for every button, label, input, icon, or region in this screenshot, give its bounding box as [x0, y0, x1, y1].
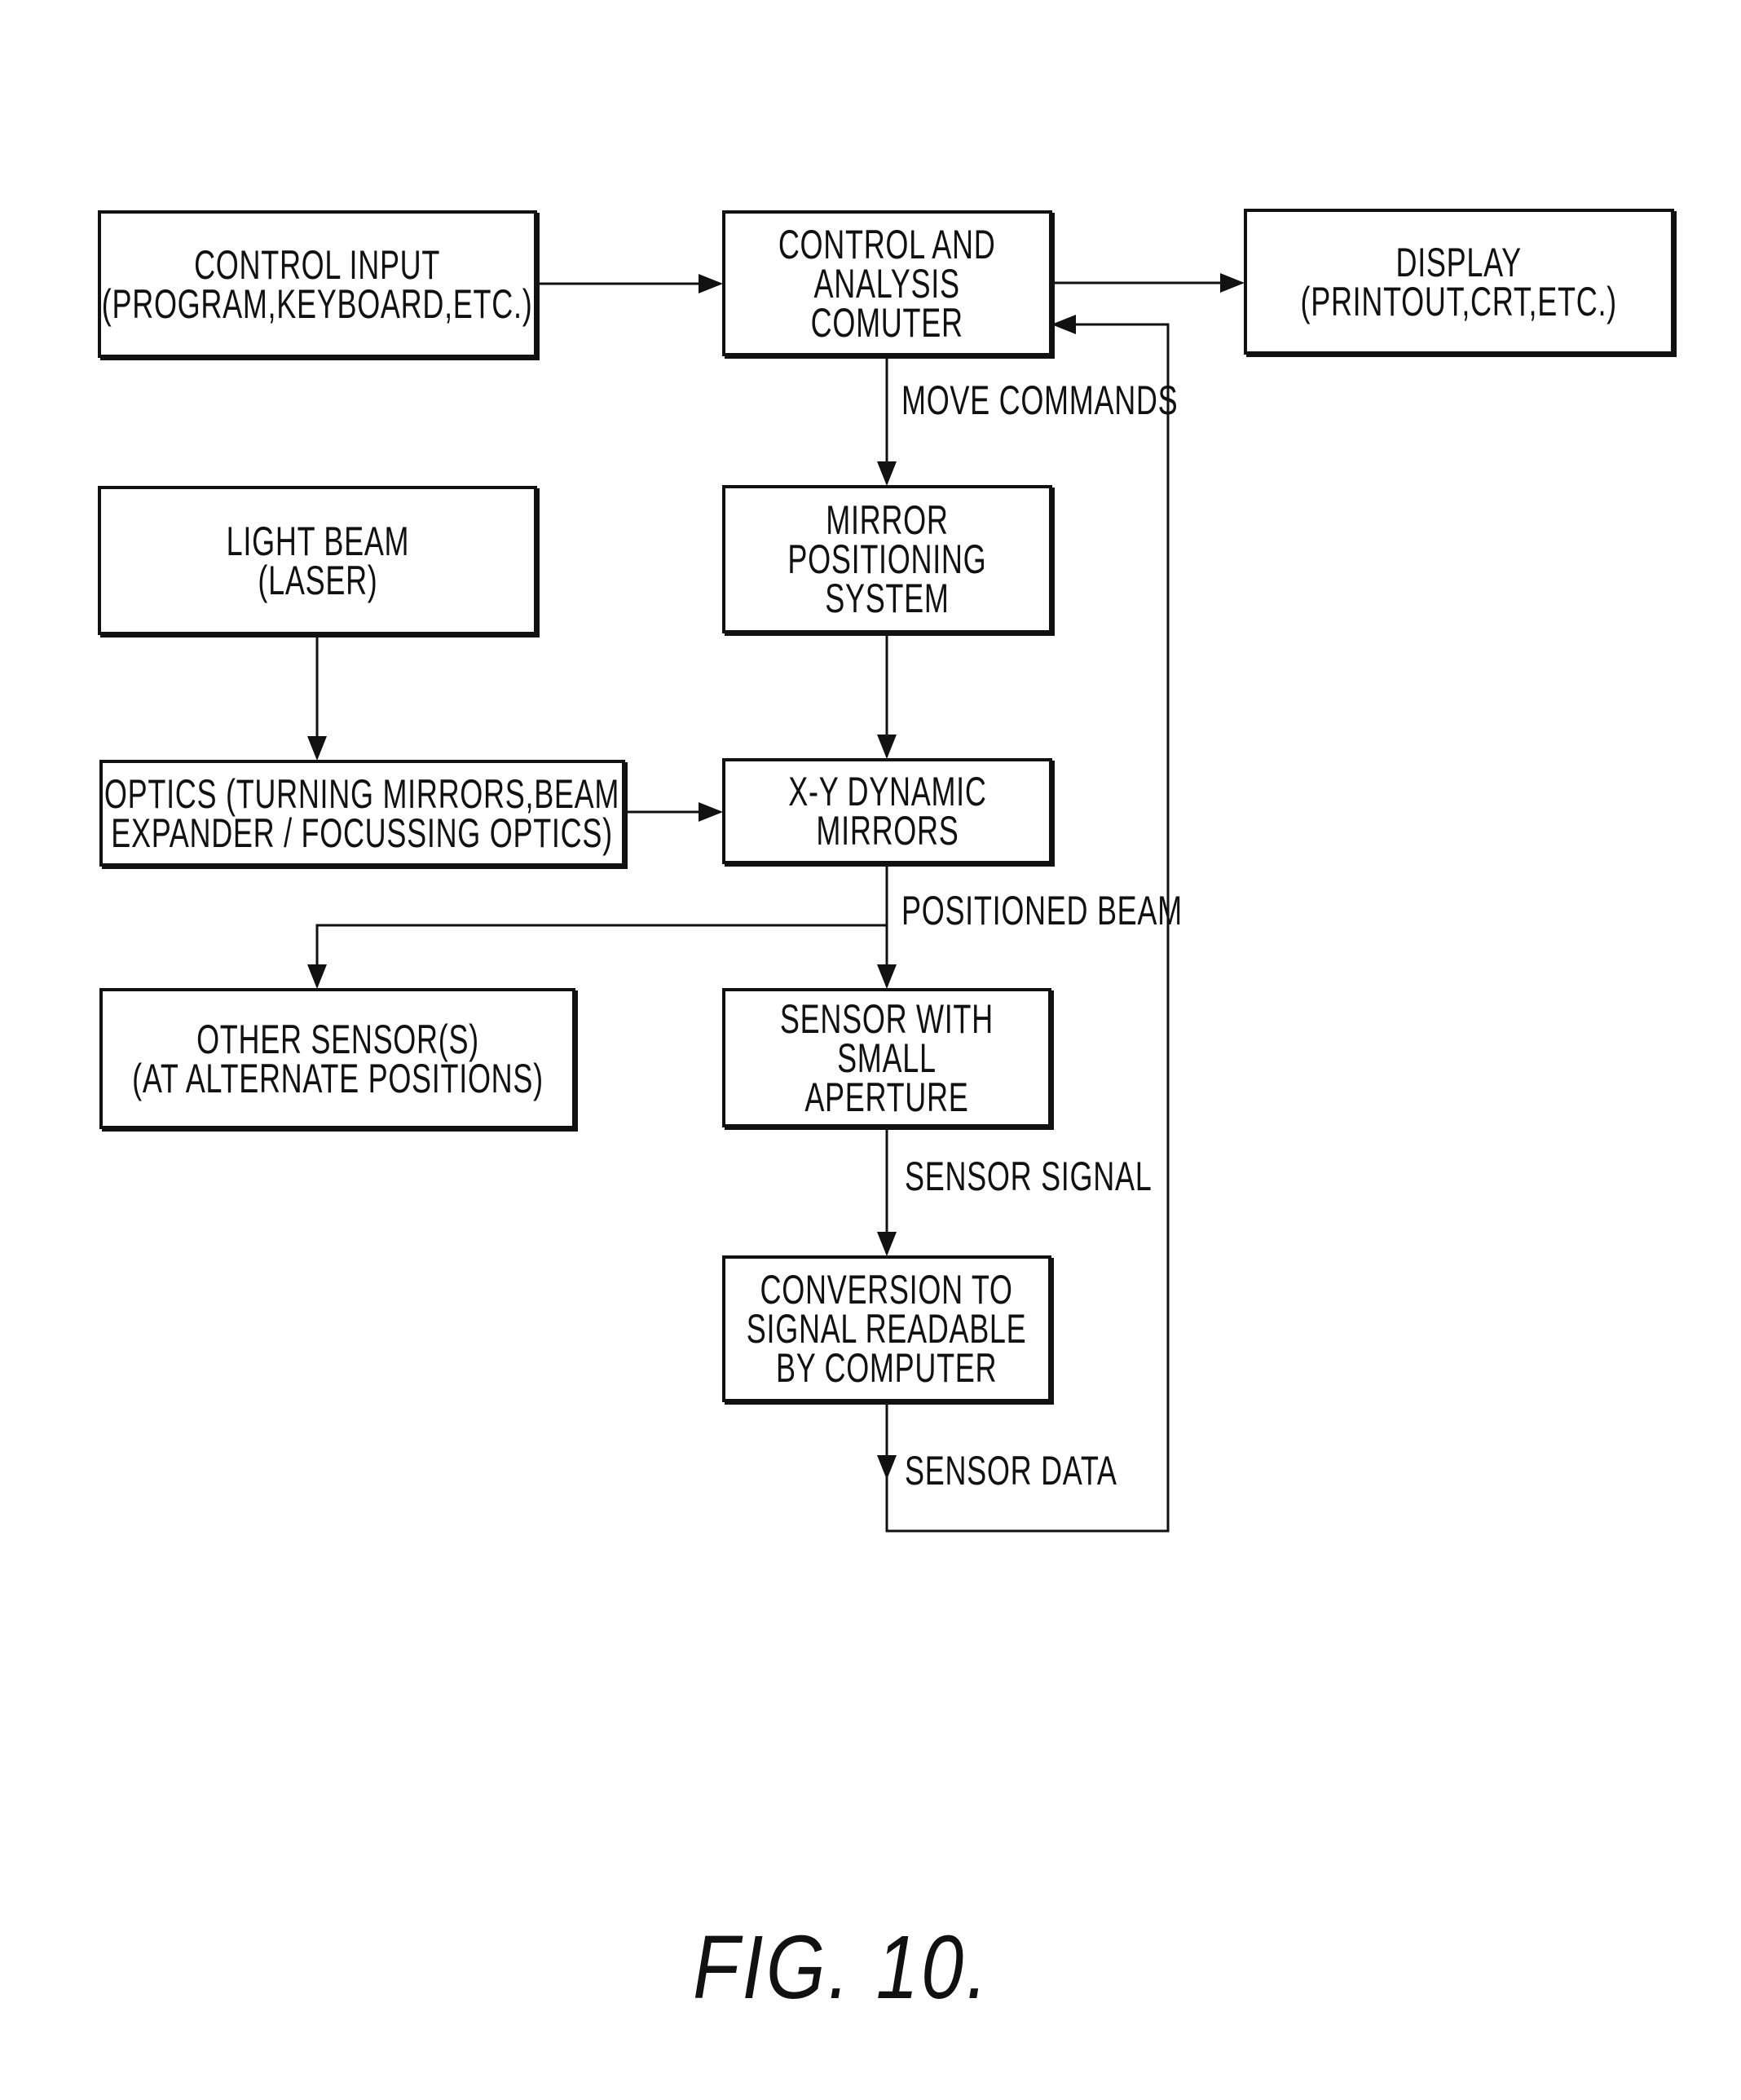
other-sensors-box: OTHER SENSOR(S) (AT ALTERNATE POSITIONS)	[99, 988, 575, 1129]
label-move-commands: MOVE COMMANDS	[901, 377, 1178, 424]
figure-label: FIG. 10.	[693, 1916, 990, 2019]
optics-box: OPTICS (TURNING MIRRORS,BEAM EXPANDER / …	[99, 760, 625, 867]
label-sensor-signal: SENSOR SIGNAL	[905, 1153, 1152, 1200]
light-beam-box: LIGHT BEAM (LASER)	[98, 486, 537, 635]
xy-mirrors-box: X-Y DYNAMIC MIRRORS	[722, 758, 1052, 864]
label-sensor-data: SENSOR DATA	[905, 1447, 1117, 1494]
sensor-aperture-box: SENSOR WITH SMALL APERTURE	[722, 988, 1051, 1127]
arrow-branch-to-other-sensors	[317, 925, 887, 986]
control-input-box: CONTROL INPUT (PROGRAM,KEYBOARD,ETC.)	[98, 210, 537, 358]
conversion-box: CONVERSION TO SIGNAL READABLE BY COMPUTE…	[722, 1255, 1051, 1402]
display-box: DISPLAY (PRINTOUT,CRT,ETC.)	[1244, 209, 1674, 355]
label-positioned-beam: POSITIONED BEAM	[901, 887, 1183, 934]
control-computer-box: CONTROL AND ANALYSIS COMUTER	[722, 210, 1052, 356]
mirror-positioning-box: MIRROR POSITIONING SYSTEM	[722, 485, 1052, 633]
